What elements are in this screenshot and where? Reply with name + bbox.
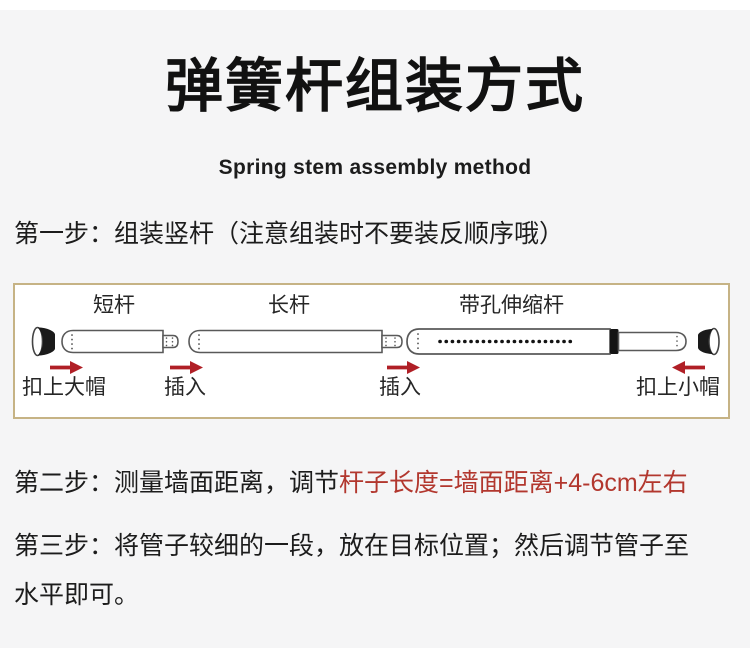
arrow-right-icon-1 <box>50 361 83 374</box>
telescopic-rod-graphic <box>406 328 687 355</box>
page-subtitle: Spring stem assembly method <box>218 156 532 179</box>
attach-small-cap-label: 扣上小帽 <box>636 376 720 399</box>
page-title: 弹簧杆组装方式 <box>164 54 585 119</box>
step2-highlight: 杆子长度=墙面距离+4-6cm左右 <box>339 469 688 497</box>
short-rod-label: 短杆 <box>93 294 135 317</box>
step2-prefix: 第二步：测量墙面距离，调节 <box>14 469 340 497</box>
insert-label-2: 插入 <box>379 376 421 399</box>
long-rod-graphic <box>188 329 403 354</box>
rod-diagram-graphic <box>31 326 720 374</box>
attach-large-cap-label: 扣上大帽 <box>22 376 106 399</box>
step2-text: 第二步：测量墙面距离，调节杆子长度=墙面距离+4-6cm左右 <box>14 467 688 499</box>
rod-locking-band <box>610 329 619 354</box>
short-rod-graphic <box>61 329 179 354</box>
step1-text: 第一步：组装竖杆（注意组装时不要装反顺序哦） <box>14 220 565 248</box>
arrow-right-icon-2 <box>170 361 203 374</box>
small-cap-icon <box>698 327 720 356</box>
insert-label-1: 插入 <box>164 376 206 399</box>
arrow-left-icon <box>672 361 705 374</box>
large-cap-icon <box>31 326 55 357</box>
long-rod-label: 长杆 <box>268 294 310 317</box>
telescopic-rod-label: 带孔伸缩杆 <box>459 294 564 317</box>
arrow-right-icon-3 <box>387 361 420 374</box>
assembly-diagram: 短杆 长杆 带孔伸缩杆 扣上大帽 插入 插入 扣上小帽 <box>13 283 730 419</box>
step3-line1: 第三步：将管子较细的一段，放在目标位置；然后调节管子至 <box>14 532 690 560</box>
top-strip <box>0 0 750 10</box>
step3-line2: 水平即可。 <box>14 581 140 609</box>
